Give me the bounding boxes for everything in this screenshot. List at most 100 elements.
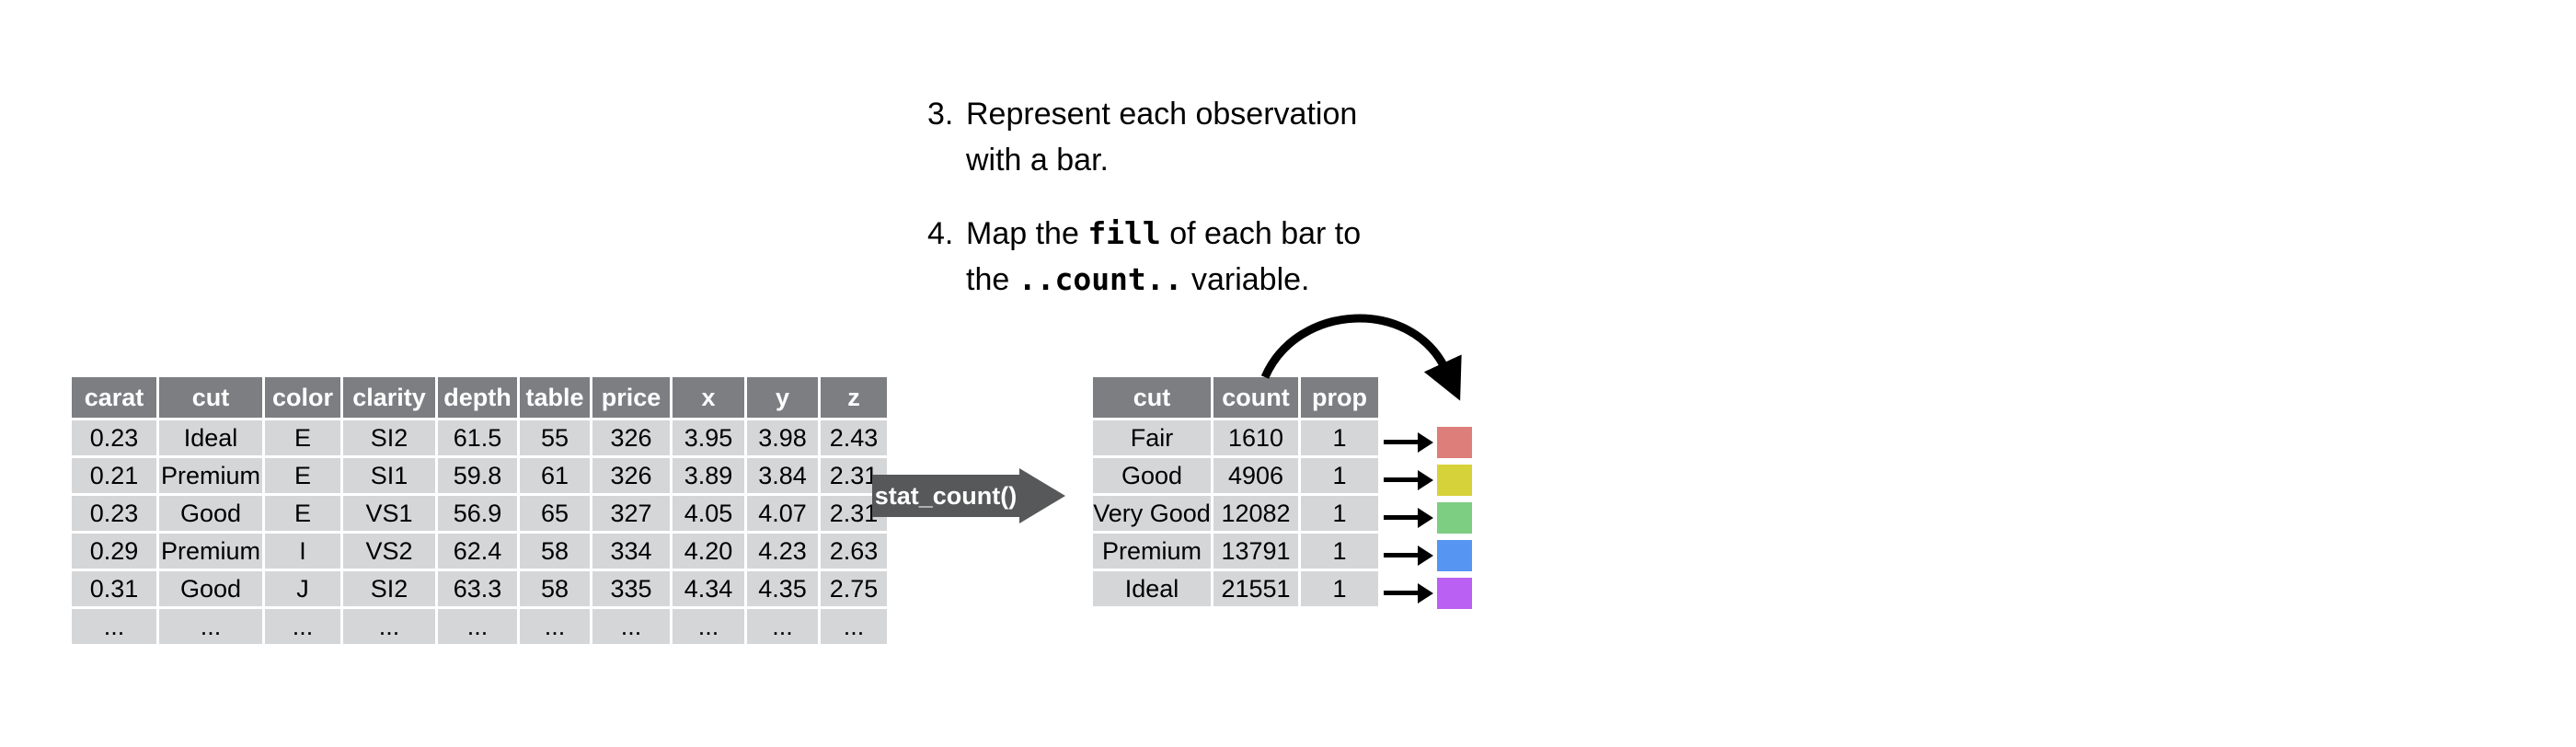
- swatch-row-ideal: [1384, 574, 1472, 612]
- column-header: clarity: [343, 377, 435, 418]
- table-cell: 58: [520, 571, 590, 606]
- table-cell: Premium: [159, 534, 262, 569]
- table-cell: 3.84: [747, 458, 818, 493]
- table-cell: 1: [1301, 496, 1378, 531]
- fill-swatch-very-good: [1437, 501, 1472, 534]
- table-cell: 4.35: [747, 571, 818, 606]
- swatch-row-good: [1384, 461, 1472, 499]
- step-text: Represent each observation with a bar.: [966, 97, 1358, 178]
- table-cell: 0.21: [72, 458, 156, 493]
- table-cell: 3.95: [673, 420, 744, 455]
- step-4: 4. Map the fill of each bar to the ..cou…: [927, 211, 1553, 303]
- column-header: x: [673, 377, 744, 418]
- table-cell: Premium: [159, 458, 262, 493]
- column-header: count: [1213, 377, 1298, 418]
- table-cell: ...: [159, 609, 262, 644]
- fill-swatch-good: [1437, 464, 1472, 496]
- table-cell: 0.23: [72, 420, 156, 455]
- table-cell: 4.07: [747, 496, 818, 531]
- table-cell: ...: [821, 609, 887, 644]
- column-header: price: [592, 377, 670, 418]
- table-cell: Very Good: [1093, 496, 1211, 531]
- table-cell: 0.23: [72, 496, 156, 531]
- table-cell: Ideal: [159, 420, 262, 455]
- table-cell: VS2: [343, 534, 435, 569]
- table-cell: 1: [1301, 458, 1378, 493]
- table-row: Fair 1610 1: [1093, 420, 1378, 455]
- right-arrowhead-icon: [1019, 468, 1065, 523]
- table-row: Very Good 12082 1: [1093, 496, 1378, 531]
- table-cell: ...: [592, 609, 670, 644]
- column-header: cut: [159, 377, 262, 418]
- table-cell: 0.29: [72, 534, 156, 569]
- table-cell: 0.31: [72, 571, 156, 606]
- column-header: table: [520, 377, 590, 418]
- table-cell: ...: [747, 609, 818, 644]
- table-cell: VS1: [343, 496, 435, 531]
- table-cell: SI1: [343, 458, 435, 493]
- table-row-ellipsis: ... ... ... ... ... ... ... ... ... ...: [72, 609, 887, 644]
- table-cell: 327: [592, 496, 670, 531]
- step-3: 3. Represent each observation with a bar…: [927, 91, 1553, 183]
- column-header: depth: [438, 377, 517, 418]
- table-cell: 58: [520, 534, 590, 569]
- step-text: Map the fill of each bar to the ..count.…: [966, 215, 1362, 297]
- table-cell: 335: [592, 571, 670, 606]
- right-arrow-icon: [1384, 431, 1433, 453]
- instruction-steps: 3. Represent each observation with a bar…: [927, 91, 1553, 303]
- table-cell: 4.34: [673, 571, 744, 606]
- right-arrow-icon: [1384, 507, 1433, 528]
- table-cell: 61: [520, 458, 590, 493]
- table-cell: 4.05: [673, 496, 744, 531]
- table-cell: ...: [520, 609, 590, 644]
- table-cell: 2.75: [821, 571, 887, 606]
- column-header: y: [747, 377, 818, 418]
- header-row: cut count prop: [1093, 377, 1378, 418]
- swatch-row-premium: [1384, 536, 1472, 574]
- table-cell: Fair: [1093, 420, 1211, 455]
- table-cell: 2.63: [821, 534, 887, 569]
- column-header: z: [821, 377, 887, 418]
- table-cell: 63.3: [438, 571, 517, 606]
- table-cell: 334: [592, 534, 670, 569]
- right-arrow-icon: [1384, 469, 1433, 490]
- code-count: ..count..: [1018, 261, 1183, 297]
- fill-swatch-fair: [1437, 426, 1472, 458]
- table-cell: 3.98: [747, 420, 818, 455]
- table-row: 0.21 Premium E SI1 59.8 61 326 3.89 3.84…: [72, 458, 887, 493]
- table-cell: 61.5: [438, 420, 517, 455]
- table-cell: Ideal: [1093, 571, 1211, 606]
- table-cell: 55: [520, 420, 590, 455]
- table-cell: Good: [1093, 458, 1211, 493]
- swatch-row-fair: [1384, 423, 1472, 461]
- column-header: color: [265, 377, 340, 418]
- table-row: 0.23 Good E VS1 56.9 65 327 4.05 4.07 2.…: [72, 496, 887, 531]
- fill-swatch-premium: [1437, 539, 1472, 571]
- column-header: prop: [1301, 377, 1378, 418]
- table-cell: 2.43: [821, 420, 887, 455]
- table-row: Premium 13791 1: [1093, 534, 1378, 569]
- table-row: Good 4906 1: [1093, 458, 1378, 493]
- column-header: cut: [1093, 377, 1211, 418]
- table-cell: J: [265, 571, 340, 606]
- table-cell: E: [265, 458, 340, 493]
- table-cell: 1: [1301, 571, 1378, 606]
- table-cell: E: [265, 496, 340, 531]
- table-cell: 1: [1301, 420, 1378, 455]
- table-cell: 13791: [1213, 534, 1298, 569]
- table-cell: Good: [159, 571, 262, 606]
- table-cell: SI2: [343, 420, 435, 455]
- table-cell: 1610: [1213, 420, 1298, 455]
- table-cell: ...: [673, 609, 744, 644]
- count-table: cut count prop Fair 1610 1 Good 4906 1 V…: [1090, 374, 1381, 609]
- table-row: 0.23 Ideal E SI2 61.5 55 326 3.95 3.98 2…: [72, 420, 887, 455]
- table-cell: 56.9: [438, 496, 517, 531]
- table-cell: 326: [592, 420, 670, 455]
- step-number: 3.: [927, 97, 954, 132]
- table-cell: ...: [72, 609, 156, 644]
- diamonds-table: carat cut color clarity depth table pric…: [69, 374, 890, 647]
- count-to-fill-arrow-icon: [1260, 314, 1462, 401]
- table-cell: Good: [159, 496, 262, 531]
- table-cell: 3.89: [673, 458, 744, 493]
